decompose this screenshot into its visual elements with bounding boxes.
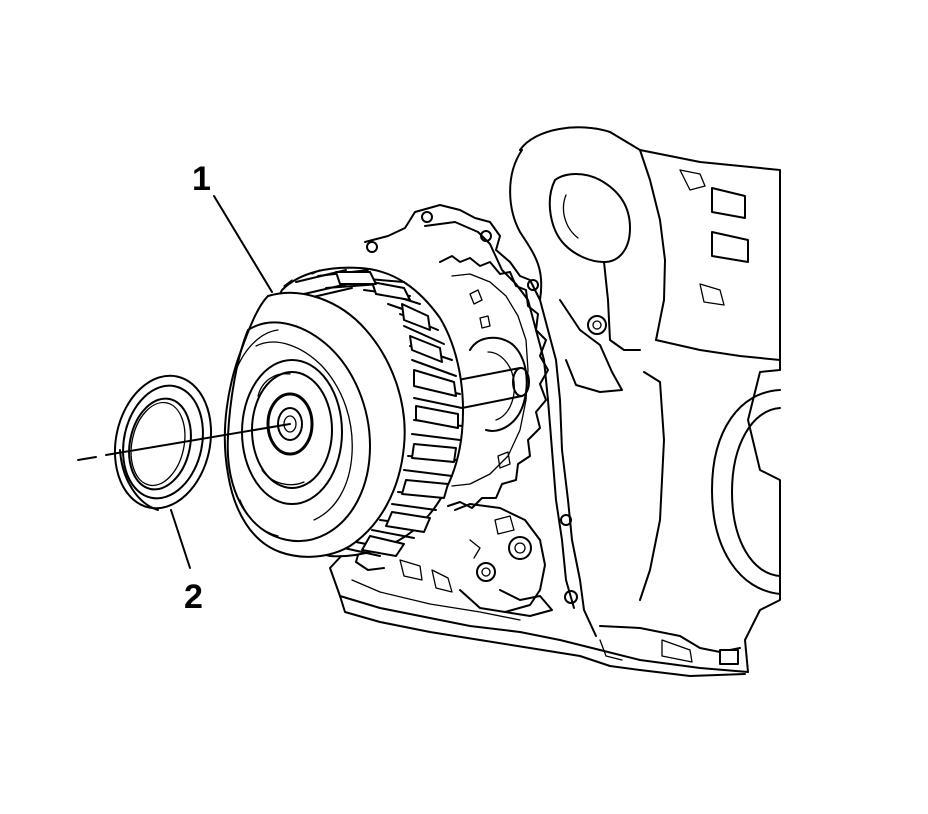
- callout-2-label: 2: [184, 578, 203, 616]
- thrust-washer: [113, 374, 213, 511]
- transmission-case: [329, 126, 781, 677]
- input-sprocket: [439, 255, 549, 509]
- callout-1-leader: [213, 195, 273, 293]
- callout-1: 1: [192, 160, 273, 293]
- callout-2-leader: [170, 509, 191, 569]
- callout-1-label: 1: [192, 160, 211, 198]
- clutch-housing: [223, 266, 465, 558]
- callout-2: 2: [170, 509, 203, 616]
- assembly-axis-line: [77, 423, 291, 461]
